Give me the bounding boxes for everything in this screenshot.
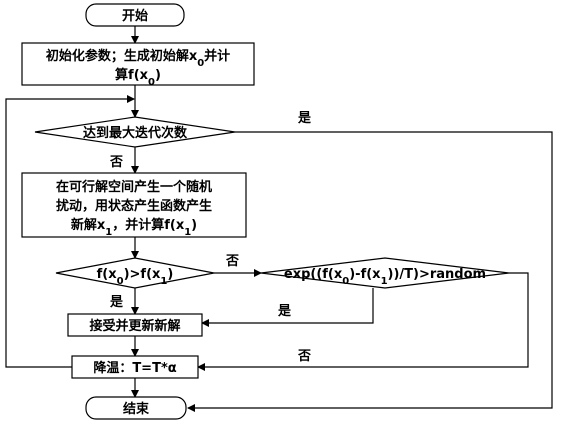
metropolis-label: exp((f(x0)-f(x1))/T)>random [284, 267, 486, 287]
compare-yes-label: 是 [109, 295, 124, 310]
init-label-line1: 初始化参数；生成初始解x0并计 [46, 48, 230, 69]
perturb-line2: 扰动，用状态产生函数产生 [56, 198, 212, 214]
init-label-line2: 算f(x0) [115, 67, 161, 88]
start-node: 开始 [85, 3, 185, 27]
edge-metropolis-no [197, 272, 529, 371]
edge-maxiter-yes [187, 131, 553, 412]
end-label: 结束 [123, 401, 150, 417]
metropolis-yes-label: 是 [277, 304, 292, 319]
cool-label: 降温：T=T*α [93, 360, 176, 376]
perturb-node: 在可行解空间产生一个随机 扰动，用状态产生函数产生 新解x1，并计算f(x1) [21, 172, 247, 238]
compare-decision: f(x0)>f(x1) [55, 257, 215, 289]
metropolis-no-label: 否 [297, 349, 311, 364]
max-iter-no-label: 否 [109, 155, 123, 170]
accept-node: 接受并更新新解 [67, 313, 203, 337]
max-iter-decision: 达到最大迭代次数 [34, 116, 236, 148]
start-label: 开始 [122, 8, 148, 24]
edge-cool-loopback [5, 95, 135, 368]
perturb-line3: 新解x1，并计算f(x1) [71, 217, 197, 238]
cool-node: 降温：T=T*α [71, 355, 199, 379]
max-iter-label: 达到最大迭代次数 [83, 125, 188, 141]
compare-label: f(x0)>f(x1) [97, 267, 174, 287]
metropolis-decision: exp((f(x0)-f(x1))/T)>random [260, 257, 510, 289]
max-iter-yes-label: 是 [297, 111, 312, 126]
edge-metropolis-yes [201, 288, 374, 327]
perturb-line1: 在可行解空间产生一个随机 [56, 179, 212, 195]
compare-no-label: 否 [225, 254, 239, 269]
accept-label: 接受并更新新解 [89, 318, 180, 334]
init-node: 初始化参数；生成初始解x0并计 算f(x0) [21, 42, 255, 88]
end-node: 结束 [85, 396, 187, 420]
